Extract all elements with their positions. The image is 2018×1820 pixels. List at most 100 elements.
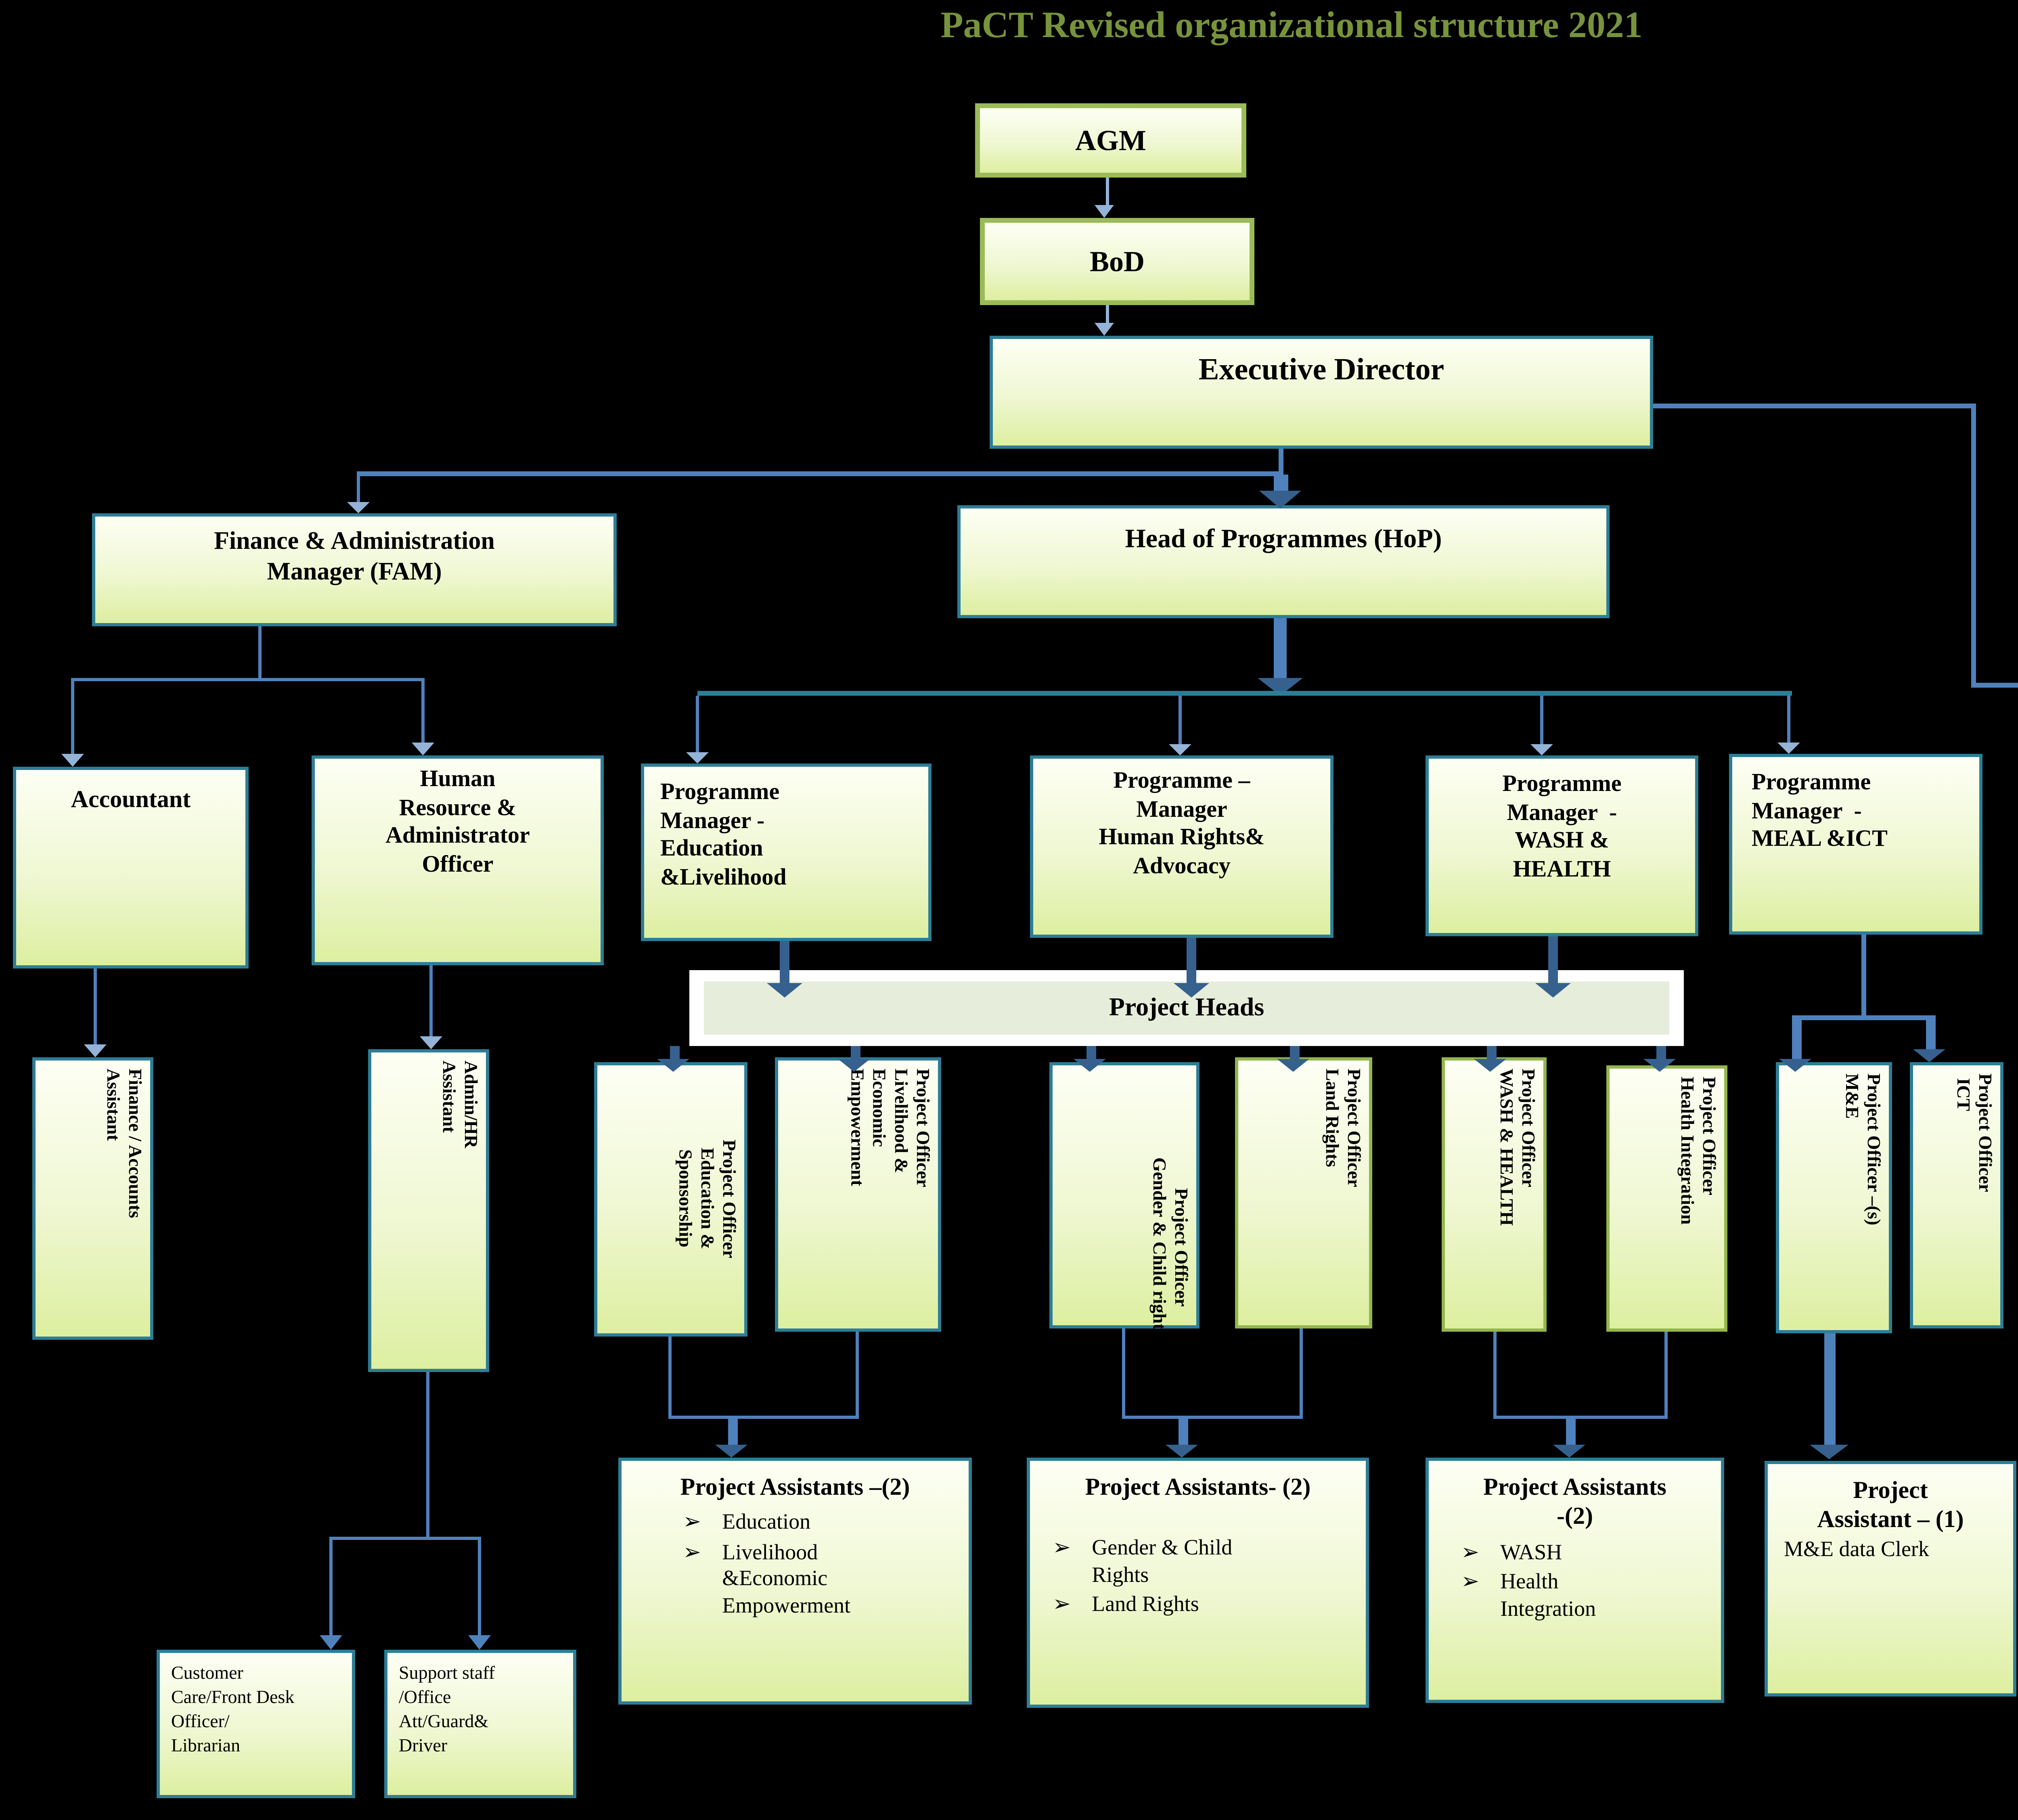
box-pa-me-clerk-subtitle: M&E data Clerk [1784, 1536, 1929, 1561]
edge-line [1274, 618, 1287, 678]
box-po-land-rights-label: Project Officer Land Rights [1321, 1069, 1363, 1188]
box-pm-wash-health: Programme Manager - WASH & HEALTH [1426, 755, 1698, 936]
list-item: ➢ Livelihood &Economic Empowerment [683, 1540, 969, 1619]
box-po-health-integration: Project Officer Health Integration [1606, 1065, 1727, 1332]
arrowhead-icon [1174, 983, 1209, 998]
box-pa-wash-health: Project Assistants -(2) ➢ WASH ➢ Health … [1426, 1458, 1724, 1703]
arrowhead-icon [1074, 1059, 1106, 1072]
edge-line [1487, 1046, 1497, 1059]
arrowhead-icon [838, 1059, 870, 1072]
box-pa-education: Project Assistants –(2) ➢ Education ➢ Li… [618, 1458, 972, 1705]
arrowhead-icon [1535, 983, 1571, 998]
box-support-staff-label: Support staff /Office Att/Guard& Driver [399, 1664, 495, 1756]
box-executive-director-label: Executive Director [1198, 354, 1444, 387]
edge-line [696, 696, 699, 752]
bullet-arrow-icon: ➢ [1053, 1592, 1071, 1618]
edge-line [1540, 696, 1543, 744]
box-po-gender-child-rights-label: Project Officer Gender & Child rights [1148, 1157, 1190, 1337]
edge-line [668, 1416, 859, 1419]
arrowhead-icon [1095, 205, 1114, 218]
edge-line [851, 1046, 860, 1059]
arrowhead-icon [347, 502, 370, 513]
edge-line [1787, 696, 1790, 743]
box-po-ict: Project Officer ICT [1910, 1062, 2003, 1328]
edge-line [421, 681, 425, 743]
edge-line [1792, 1015, 1802, 1059]
edge-line [856, 1332, 859, 1417]
box-agm: AGM [975, 103, 1246, 178]
box-fam: Finance & Administration Manager (FAM) [92, 513, 617, 626]
box-po-land-rights: Project Officer Land Rights [1235, 1057, 1372, 1328]
list-item-label: Livelihood &Economic Empowerment [722, 1540, 851, 1617]
box-hr-officer: Human Resource & Administrator Officer [312, 755, 604, 965]
edge-line [1664, 1332, 1668, 1419]
edge-line [1656, 1046, 1666, 1059]
arrowhead-icon [1095, 323, 1114, 336]
list-item-label: Health Integration [1500, 1569, 1596, 1620]
box-accountant-label: Accountant [71, 788, 191, 814]
box-finance-accounts-assistant: Finance / Accounts Assistant [32, 1057, 153, 1340]
edge-line [429, 965, 433, 1036]
list-item: ➢ Health Integration [1461, 1569, 1721, 1622]
box-po-wash-health: Project Officer WASH & HEALTH [1442, 1057, 1547, 1332]
edge-line [1300, 1328, 1303, 1419]
arrowhead-icon [1166, 1445, 1198, 1458]
edge-line [1105, 178, 1108, 205]
list-item-label: Education [722, 1510, 811, 1534]
project-heads-label: Project Heads [1109, 994, 1264, 1022]
edge-line [1653, 404, 1974, 408]
edge-line [1926, 1015, 1936, 1049]
edge-line [1179, 1419, 1188, 1445]
box-pa-gender-land-title: Project Assistants- (2) [1085, 1475, 1311, 1501]
edge-line [1086, 1046, 1096, 1059]
list-item: ➢ Land Rights [1053, 1592, 1366, 1619]
edge-line [329, 1537, 481, 1540]
edge-line [258, 626, 262, 681]
box-customer-care-label: Customer Care/Front Desk Officer/ Librar… [171, 1664, 295, 1756]
arrowhead-icon [1779, 1059, 1811, 1072]
box-po-health-integration-label: Project Officer Health Integration [1676, 1077, 1718, 1225]
edge-line [478, 1540, 481, 1635]
edge-line [1566, 1419, 1576, 1445]
page-title: PaCT Revised organizational structure 20… [940, 5, 1643, 45]
arrowhead-icon [412, 743, 434, 755]
edge-line [1824, 1333, 1836, 1445]
arrowhead-icon [84, 1044, 107, 1057]
bullet-arrow-icon: ➢ [683, 1540, 701, 1566]
edge-line [357, 475, 360, 502]
box-accountant: Accountant [13, 767, 249, 969]
box-pa-wash-health-title: Project Assistants -(2) [1483, 1475, 1666, 1531]
box-admin-hr-assistant: Admin/HR Assistant [368, 1049, 489, 1372]
edge-line [71, 678, 425, 681]
box-po-livelihood-economic: Project Officer Livelihood & Economic Em… [775, 1057, 941, 1332]
box-pm-education-livelihood-label: Programme Manager - Education &Livelihoo… [660, 780, 787, 891]
edge-line [780, 941, 789, 983]
edge-line [728, 1419, 738, 1445]
arrowhead-icon [767, 983, 802, 998]
box-po-gender-child-rights: Project Officer Gender & Child rights [1049, 1062, 1199, 1337]
box-pm-human-rights-advocacy: Programme – Manager Human Rights& Advoca… [1030, 755, 1333, 938]
box-fam-label: Finance & Administration Manager (FAM) [214, 528, 495, 586]
box-po-wash-health-label: Project Officer WASH & HEALTH [1495, 1069, 1537, 1226]
arrowhead-icon [320, 1635, 342, 1650]
bullet-arrow-icon: ➢ [1461, 1539, 1480, 1565]
box-customer-care: Customer Care/Front Desk Officer/ Librar… [157, 1650, 355, 1798]
box-po-ict-label: Project Officer ICT [1952, 1073, 1994, 1192]
arrowhead-icon [715, 1445, 747, 1458]
edge-line [1971, 404, 1975, 686]
arrowhead-icon [61, 754, 84, 767]
box-pa-me-clerk: Project Assistant – (1) M&E data Clerk [1765, 1461, 2016, 1697]
box-pm-education-livelihood: Programme Manager - Education &Livelihoo… [641, 764, 932, 941]
arrowhead-icon [1277, 1059, 1309, 1072]
arrowhead-icon [1913, 1049, 1945, 1062]
arrowhead-icon [1530, 744, 1553, 755]
edge-line [1105, 305, 1108, 323]
edge-line [1548, 936, 1558, 983]
edge-line [1493, 1416, 1668, 1419]
list-item: ➢ Gender & Child Rights [1053, 1535, 1366, 1589]
arrowhead-icon [1810, 1445, 1848, 1459]
edge-line [1274, 475, 1288, 491]
box-pa-me-clerk-title: Project Assistant – (1) [1817, 1479, 1964, 1534]
edge-line [1279, 449, 1283, 471]
